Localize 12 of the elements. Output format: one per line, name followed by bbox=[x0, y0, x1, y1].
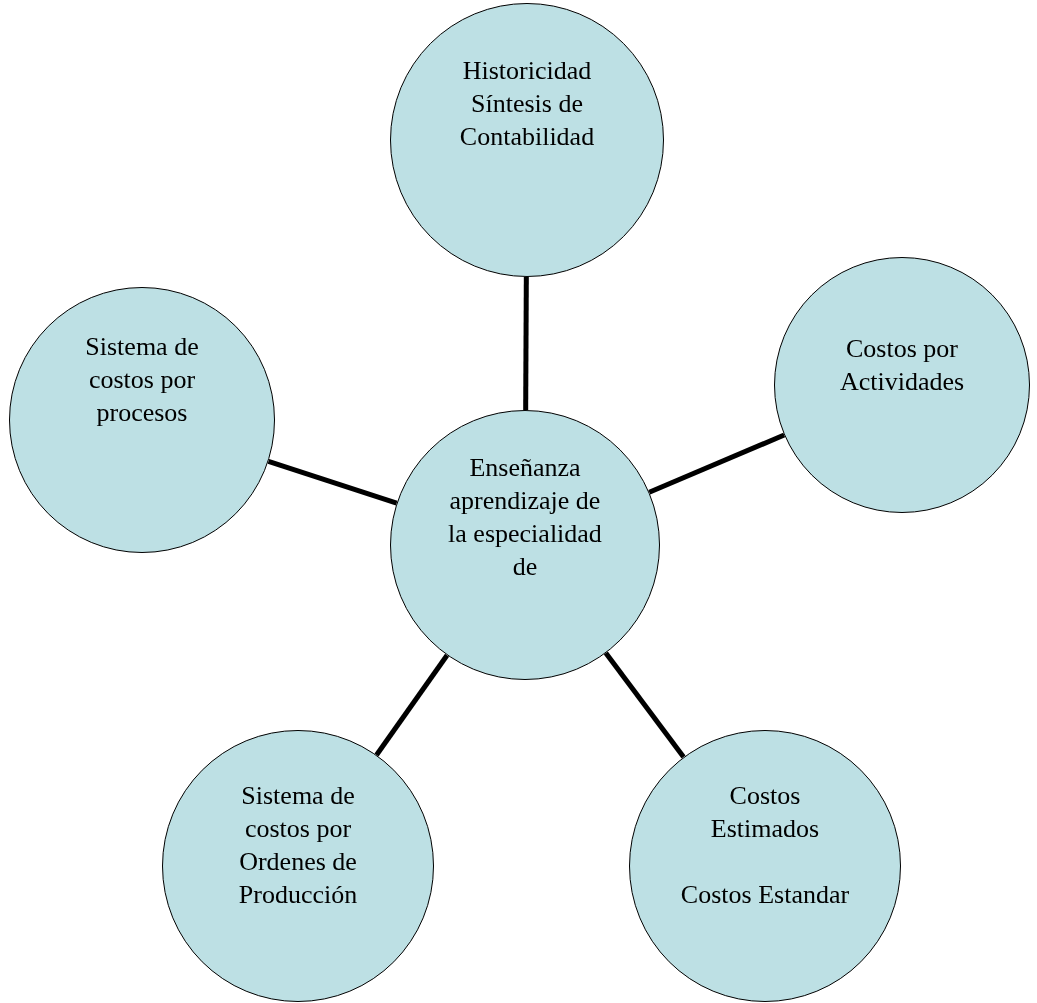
node-text: Costos Estimados bbox=[709, 780, 821, 845]
node-text: Enseñanza aprendizaje de la especialidad de bbox=[447, 452, 603, 583]
connector-line bbox=[603, 651, 686, 759]
connector-line bbox=[267, 458, 398, 506]
connector-line bbox=[374, 653, 450, 757]
node-text: Costos por Actividades bbox=[838, 333, 966, 398]
node-text: Costos Estandar bbox=[679, 879, 851, 911]
node-text: Sistema de costos por procesos bbox=[84, 331, 200, 429]
node-text: Historicidad Síntesis de Contabilidad bbox=[458, 55, 596, 153]
node-text: Sistema de costos por Ordenes de Producción bbox=[237, 780, 359, 911]
connector-line bbox=[523, 277, 529, 410]
connector-line bbox=[648, 432, 786, 495]
